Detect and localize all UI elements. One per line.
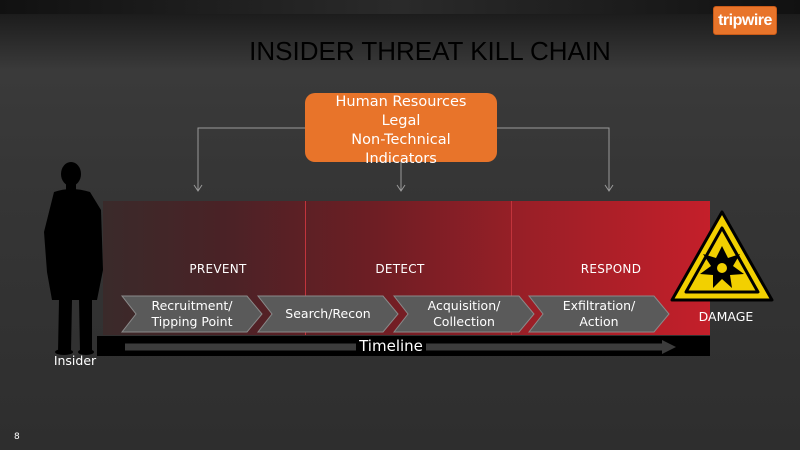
non-technical-indicators-box: Human Resources Legal Non-Technical Indi… — [305, 93, 497, 167]
page-number: 8 — [14, 432, 20, 442]
phase-detect: DETECT — [375, 262, 425, 276]
connector-prevent — [197, 127, 305, 190]
step-line: Acquisition/ — [427, 298, 501, 313]
slide-title: INSIDER THREAT KILL CHAIN — [249, 36, 611, 66]
tripwire-logo: tripwire — [713, 6, 777, 35]
chevron-acquisition — [392, 295, 535, 333]
step-line: Collection — [433, 314, 495, 329]
info-line-legal: Legal — [381, 113, 421, 129]
chevron-recruitment — [120, 295, 263, 333]
timeline-label: Timeline — [356, 336, 426, 356]
info-line-nontech: Non-Technical — [351, 132, 451, 148]
phase-prevent: PREVENT — [189, 262, 247, 276]
insider-label: Insider — [53, 353, 97, 368]
arrowhead-detect — [396, 184, 406, 192]
step-line: Recruitment/ — [151, 298, 233, 313]
timeline-arrowhead — [662, 340, 676, 354]
step-line: Tipping Point — [151, 314, 233, 329]
phase-divider — [305, 201, 306, 335]
step-line: Search/Recon — [285, 306, 371, 321]
info-line-indicators: Indicators — [365, 151, 437, 167]
step-exfiltration: Exfiltration/ Action — [534, 296, 664, 332]
step-recruitment: Recruitment/ Tipping Point — [127, 296, 257, 332]
step-search-recon: Search/Recon — [263, 296, 393, 332]
info-line-hr: Human Resources — [335, 94, 467, 110]
step-acquisition: Acquisition/ Collection — [399, 296, 529, 332]
arrowhead-prevent — [193, 184, 203, 192]
damage-label: DAMAGE — [698, 309, 754, 324]
phase-divider — [511, 201, 512, 335]
step-line: Action — [579, 314, 619, 329]
top-bar — [0, 0, 800, 14]
arrowhead-respond — [604, 184, 614, 192]
step-line: Exfiltration/ — [562, 298, 636, 313]
chevron-search-recon — [256, 295, 399, 333]
phase-respond: RESPOND — [580, 262, 642, 276]
chevron-exfiltration — [527, 295, 670, 333]
connector-respond — [497, 127, 610, 190]
